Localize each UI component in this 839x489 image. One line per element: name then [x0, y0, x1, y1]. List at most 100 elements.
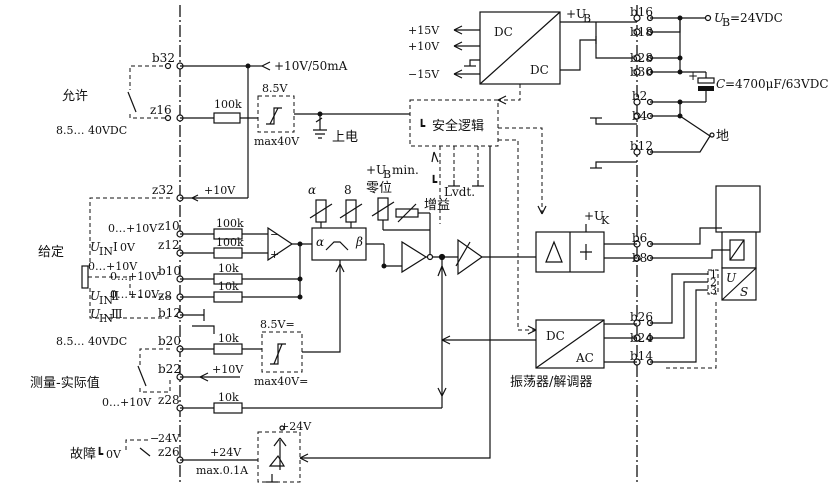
pin-b28: b28: [630, 51, 653, 65]
z20-range: 8.5… 40VDC: [56, 335, 127, 348]
ramp-generator: [311, 227, 367, 261]
resistor-100k-1: [213, 112, 241, 124]
plus15: +15V: [408, 24, 440, 37]
cap-val: =4700μF/63VDC: [725, 77, 829, 91]
fault-symbol: ┗: [96, 446, 104, 461]
resistor-100k-3: [213, 247, 243, 259]
safety-logic-block: [409, 99, 499, 147]
ub-min-sub: B: [383, 168, 391, 181]
pin-b20: b20: [158, 334, 181, 348]
conn-3: 3: [710, 284, 717, 297]
pot-dash-wiper: [88, 276, 170, 298]
svg-text:┗: ┗: [430, 174, 438, 189]
thresh2-max: max40V=: [254, 375, 308, 388]
in1-name: U: [90, 240, 101, 254]
in2-c: 0…+10V: [110, 288, 160, 301]
measure-dash2: [139, 380, 171, 393]
pot-dash-bot: [89, 288, 170, 319]
pin-z12: z12: [158, 238, 180, 252]
conn-1: 1: [710, 268, 717, 281]
fault-24v-top: +24V: [280, 420, 312, 433]
dcdc-bot: DC: [530, 63, 549, 77]
ub-right-sub: B: [722, 16, 730, 29]
summing-amplifier: [401, 240, 428, 274]
svg-text:+: +: [270, 248, 279, 261]
z32-out: +10V: [204, 184, 236, 197]
pin-b10: b10: [158, 264, 181, 278]
fault-pos: +24V: [210, 446, 242, 459]
pin-b18: b18: [630, 25, 653, 39]
alpha-label: α: [308, 183, 316, 197]
ub-min-tail: min.: [392, 163, 419, 177]
enable-dash-top: [129, 65, 170, 90]
alpha-in: α: [316, 235, 324, 249]
b22-out: +10V: [212, 363, 244, 376]
valve-body: [715, 185, 761, 233]
thresh1-label: 8.5V: [262, 82, 288, 95]
pin-b12: b12: [158, 306, 181, 320]
pot-dash-top: [89, 197, 170, 266]
osc-dc: DC: [546, 329, 565, 343]
safety-label: 安全逻辑: [432, 118, 484, 134]
resistor-10k-6: [213, 343, 243, 355]
zero-label: 零位: [366, 181, 392, 196]
capacitor-plate-bot: [698, 86, 714, 91]
in1-num: Ⅰ: [113, 240, 118, 254]
input-amplifier: [267, 226, 294, 262]
s-label: S: [740, 285, 748, 299]
pin-b22: b22: [158, 362, 181, 376]
in2-num: Ⅱ: [111, 289, 119, 303]
enable-range: 8.5… 40VDC: [56, 124, 127, 137]
conn-2: 2: [710, 276, 717, 289]
pin-z8: z8: [158, 289, 172, 303]
ub-min-plus: +U: [366, 163, 386, 177]
threshold-block-2: [261, 331, 303, 373]
in1-neg: 0V: [120, 241, 136, 254]
gain-label: 增益: [424, 198, 450, 213]
threshold-block-1: [257, 95, 295, 133]
pin-b26: b26: [630, 310, 653, 324]
res-label-2: 100k: [216, 217, 244, 230]
pin-b4: b4: [632, 109, 648, 123]
label-measure: 测量-实际值: [30, 375, 100, 391]
enable-dash-bot: [129, 114, 170, 119]
fault-0v: 0V: [106, 448, 122, 461]
z28-range: 0…+10V: [102, 396, 152, 409]
ub-plus-sub: B: [583, 12, 591, 25]
in2-b: 0…+10V: [110, 270, 160, 283]
in1-sub: IN: [99, 245, 113, 258]
label-fault: 故障: [70, 447, 96, 462]
uk-sub: K: [601, 214, 610, 227]
in3-sub: IN: [99, 312, 113, 325]
thresh2-label: 8.5V=: [260, 318, 295, 331]
us-label: U: [726, 271, 737, 285]
ground-poweron: [313, 129, 327, 139]
ub-plus: +U: [566, 7, 586, 21]
capacitor-plate-top: [697, 77, 715, 84]
power-on-label: 上电: [332, 130, 358, 145]
osc-ac: AC: [575, 351, 594, 365]
res-label-4: 10k: [218, 262, 239, 275]
in2-sub: IN: [99, 294, 113, 307]
ub-right: U: [714, 11, 725, 25]
lvdt-label: Lvdt.: [444, 185, 475, 199]
fault-max: max.0.1A: [196, 464, 249, 477]
pin-z28: z28: [158, 393, 180, 407]
pin-z16: z16: [150, 103, 172, 117]
dcdc-top: DC: [494, 25, 513, 39]
pin-b30: b30: [630, 65, 653, 79]
svg-text:+: +: [688, 69, 698, 83]
pin-b6: b6: [632, 231, 647, 245]
enable-switch: [127, 91, 137, 113]
pin-b32: b32: [152, 51, 175, 65]
in3-num: Ⅲ: [111, 307, 123, 321]
pin-b24: b24: [630, 331, 653, 345]
supply-10v-50ma: +10V/50mA: [274, 59, 348, 73]
res-label-7: 10k: [218, 391, 239, 404]
in2-name: U: [90, 289, 101, 303]
pin-z26: z26: [158, 445, 180, 459]
uk-plus: +U: [584, 209, 604, 223]
pin-b16: b16: [630, 5, 653, 19]
pin-b2: b2: [632, 89, 647, 103]
